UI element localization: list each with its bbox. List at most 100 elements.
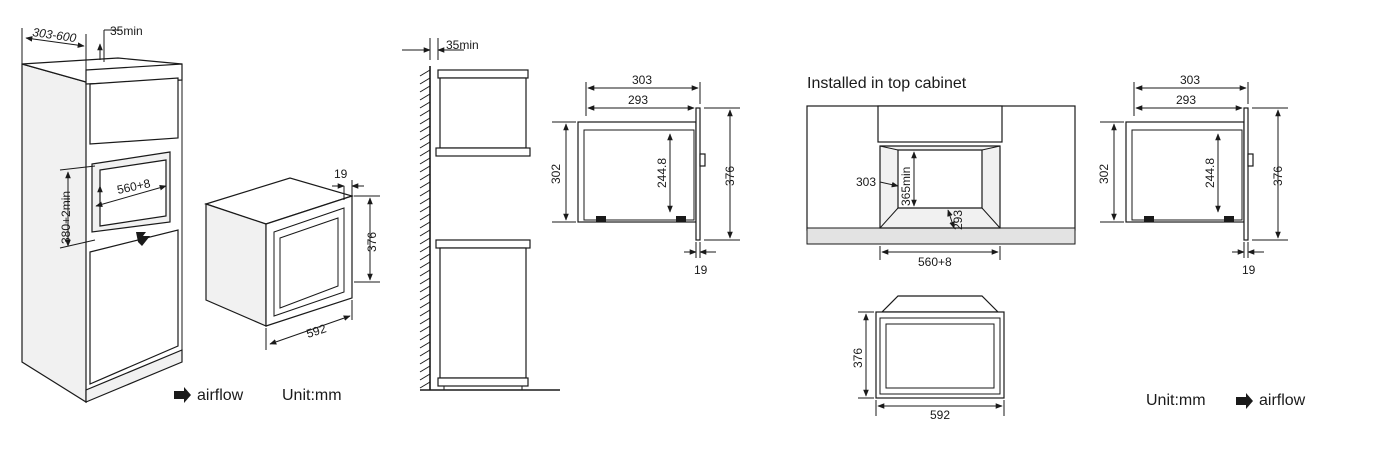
side-foot: [1224, 216, 1234, 222]
hatch-line: [419, 101, 431, 109]
iso-tall-gap: 35min: [110, 24, 143, 38]
unit-side: [205, 203, 267, 327]
side-foot: [596, 216, 606, 222]
hatch-line: [419, 333, 431, 341]
iso-tall-depth: 303-600: [32, 25, 78, 45]
side-handle: [699, 153, 706, 167]
unit-door-frame: [273, 207, 345, 317]
side-handle: [1247, 153, 1254, 167]
hatch-line: [419, 381, 431, 389]
front-view: 376 592: [851, 295, 1005, 422]
hatch-line: [419, 165, 431, 173]
hatch-line: [419, 357, 431, 365]
hatch-line: [419, 373, 431, 381]
legend-right-unit: Unit:mm: [1146, 392, 1206, 409]
hatch-line: [419, 285, 431, 293]
side-foot: [676, 216, 686, 222]
hatch-line: [419, 341, 431, 349]
hatch-line: [419, 205, 431, 213]
hatch-line: [419, 197, 431, 205]
hatch-line: [419, 181, 431, 189]
side-door-depth: 19: [1242, 263, 1256, 277]
hatch-line: [419, 325, 431, 333]
front-view-width: 592: [930, 408, 950, 422]
airflow-legend-icon: [174, 387, 191, 403]
hatch-line: [419, 109, 431, 117]
cabinet-side-panel: [21, 63, 87, 404]
hatch-line: [419, 77, 431, 85]
side-depth-inner: 293: [1176, 93, 1196, 107]
hatch-line: [419, 301, 431, 309]
legend-left-unit: Unit:mm: [282, 387, 342, 404]
side-door: [695, 107, 701, 241]
hatch-line: [419, 93, 431, 101]
top-cabinet-title: Installed in top cabinet: [807, 75, 967, 92]
hatch-line: [419, 125, 431, 133]
top-cabinet-depth-floor: 293: [951, 210, 965, 230]
front-view-top: [880, 295, 1000, 313]
upper-shelf-front: [89, 77, 179, 145]
iso-unit-width: 592: [305, 321, 329, 341]
hatch-line: [419, 157, 431, 165]
hatch-line: [419, 69, 431, 77]
unit-door-glass: [279, 217, 339, 309]
side-height-body: 302: [549, 164, 563, 184]
unit-front: [265, 195, 353, 327]
side-body-inner: [583, 129, 695, 221]
wall-hatch: [419, 69, 431, 389]
top-cabinet-height: 365min: [899, 167, 913, 206]
side-depth-outer: 303: [632, 73, 652, 87]
iso-unit: 19 376 592: [204, 167, 380, 350]
iso-unit-depth: 19: [334, 167, 348, 181]
front-view-height: 376: [851, 348, 865, 368]
airflow-legend-icon-right: [1236, 393, 1253, 409]
hatch-line: [419, 245, 431, 253]
side-foot: [1144, 216, 1154, 222]
side-door-depth: 19: [694, 263, 708, 277]
hatch-line: [419, 141, 431, 149]
side-body-inner: [1131, 129, 1243, 221]
side-section-gap: 35min: [446, 38, 479, 52]
hatch-line: [419, 293, 431, 301]
iso-tall-height: 380+2min: [59, 191, 73, 244]
side-height-inner: 244.8: [1203, 158, 1217, 188]
legend-left-airflow: airflow: [197, 387, 244, 404]
hatch-line: [419, 133, 431, 141]
hatch-line: [419, 85, 431, 93]
hatch-line: [419, 149, 431, 157]
side-height-front: 376: [723, 166, 737, 186]
hatch-line: [419, 213, 431, 221]
iso-tall-cabinet: 303-600 35min 380+2min 560+8: [21, 24, 183, 404]
hatch-line: [419, 365, 431, 373]
hatch-line: [419, 349, 431, 357]
top-cabinet-width: 560+8: [918, 255, 952, 269]
hatch-line: [419, 117, 431, 125]
airflow-arrow-in: [136, 232, 150, 246]
side-height-inner: 244.8: [655, 158, 669, 188]
top-cabinet-depth: 303: [856, 175, 876, 189]
plinth: [85, 349, 183, 403]
hatch-line: [419, 309, 431, 317]
side-body: [1125, 121, 1245, 223]
side-depth-outer: 303: [1180, 73, 1200, 87]
iso-tall-width: 560+8: [116, 176, 152, 197]
side-door: [1243, 107, 1249, 241]
legend-right: Unit:mm airflow: [1146, 392, 1306, 409]
side-height-front: 376: [1271, 166, 1285, 186]
hatch-line: [419, 269, 431, 277]
hatch-line: [419, 317, 431, 325]
side-view-2: 303 293 302 244.8 376 19: [1097, 73, 1288, 277]
legend-left: airflow Unit:mm: [174, 387, 342, 404]
hatch-line: [419, 229, 431, 237]
hatch-line: [419, 261, 431, 269]
side-height-body: 302: [1097, 164, 1111, 184]
hatch-line: [419, 221, 431, 229]
side-section: 35min: [402, 38, 560, 391]
hatch-line: [419, 189, 431, 197]
top-cabinet-view: Installed in top cabinet 303 365min 293 …: [806, 75, 1076, 269]
hatch-line: [419, 173, 431, 181]
side-body: [577, 121, 697, 223]
legend-right-airflow: airflow: [1259, 392, 1306, 409]
